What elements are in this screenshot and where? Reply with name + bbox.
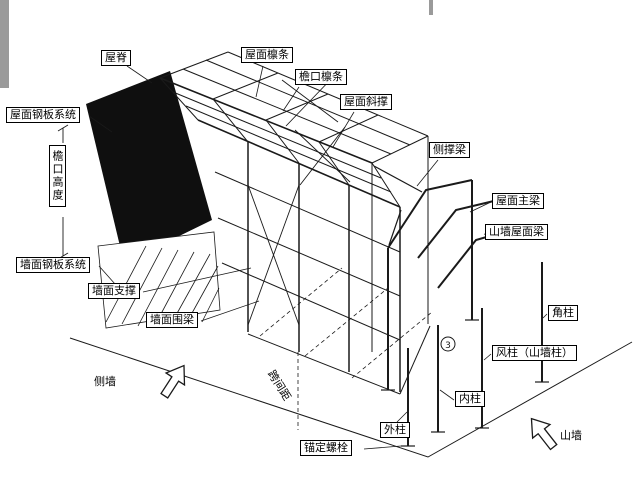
section-marker: 3 <box>440 336 456 352</box>
label-corner-column: 角柱 <box>548 305 578 321</box>
label-side-strut-beam: 侧撑梁 <box>429 142 470 158</box>
label-wall-bracing: 墙面支撑 <box>88 283 140 299</box>
label-side-wall: 侧墙 <box>94 375 116 388</box>
svg-text:3: 3 <box>445 341 451 351</box>
roof-main-beam-shape <box>417 199 499 259</box>
side-wall-direction-arrow-icon <box>160 364 186 399</box>
label-anchor-bolt: 锚定螺栓 <box>300 440 352 456</box>
label-roof-main-beam: 屋面主梁 <box>492 193 544 209</box>
label-eave-purlin: 檐口檩条 <box>295 69 347 85</box>
label-wall-girt: 墙面围梁 <box>146 312 198 328</box>
side-struts <box>373 165 423 246</box>
roof-bracing-lines <box>281 75 351 186</box>
label-gable-wall: 山墙 <box>560 429 582 442</box>
label-gable-roof-beam: 山墙屋面梁 <box>485 224 548 240</box>
label-roof-ridge: 屋脊 <box>101 50 131 66</box>
label-outer-column: 外柱 <box>380 422 410 438</box>
gable-wall-direction-arrow-icon <box>530 417 558 451</box>
roof-sheet-panel <box>86 71 212 263</box>
wall-frame <box>214 136 429 392</box>
label-inner-column: 内柱 <box>455 391 485 407</box>
label-roof-sheet-system: 屋面钢板系统 <box>6 107 80 123</box>
label-roof-bracing: 屋面斜撑 <box>340 94 392 110</box>
label-eave-height: 檐口高度 <box>49 145 66 207</box>
top-center-bar <box>429 0 433 15</box>
left-edge-bar <box>0 0 9 88</box>
ground-plane <box>69 267 633 458</box>
leader-lines <box>88 65 548 450</box>
portal-frame <box>381 179 479 391</box>
label-wind-column: 风柱（山墙柱） <box>492 345 577 361</box>
label-roof-purlin: 屋面檩条 <box>241 47 293 63</box>
label-wall-sheet-system: 墙面钢板系统 <box>16 257 90 273</box>
